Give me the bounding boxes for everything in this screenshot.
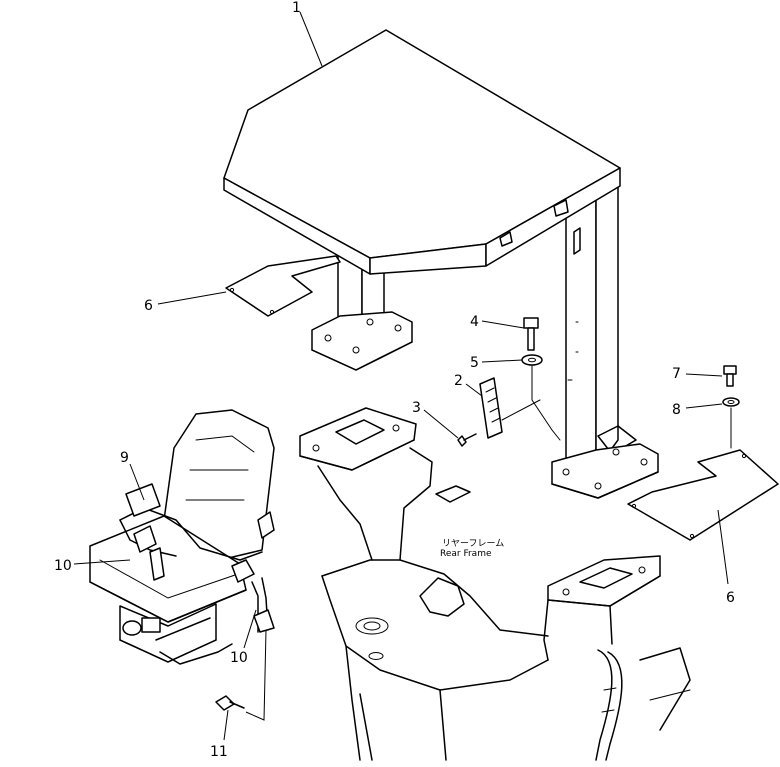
callout-2: 2 bbox=[454, 373, 463, 389]
callout-6-left: 6 bbox=[144, 298, 153, 314]
washer-5 bbox=[521, 354, 561, 441]
callout-4: 4 bbox=[470, 314, 479, 330]
callout-8: 8 bbox=[672, 402, 681, 418]
washer-8 bbox=[722, 397, 740, 449]
callout-6-right: 6 bbox=[726, 590, 735, 606]
leader-lines bbox=[73, 11, 729, 741]
floor-mat-left bbox=[225, 255, 341, 317]
callout-9: 9 bbox=[120, 450, 129, 466]
callout-7: 7 bbox=[672, 366, 681, 382]
screw bbox=[457, 433, 477, 447]
callout-3: 3 bbox=[412, 400, 421, 416]
rear-frame-label-en: Rear Frame bbox=[440, 549, 492, 559]
mounting-plate bbox=[479, 377, 541, 439]
rops-canopy bbox=[223, 29, 659, 499]
bolt-7 bbox=[723, 365, 737, 387]
callout-11: 11 bbox=[210, 744, 228, 760]
callout-1: 1 bbox=[292, 0, 301, 16]
bolt-4 bbox=[523, 317, 539, 351]
callouts: 1 2 3 4 5 6 6 7 8 9 10 10 11 bbox=[54, 0, 735, 760]
callout-10-strap: 10 bbox=[230, 650, 248, 666]
operator-seat bbox=[89, 409, 275, 665]
rear-frame-label-jp: リヤーフレーム bbox=[442, 538, 504, 549]
callout-5: 5 bbox=[470, 355, 479, 371]
bolt-11 bbox=[215, 695, 245, 711]
floor-mat-right bbox=[627, 449, 779, 541]
rear-frame bbox=[299, 407, 691, 761]
callout-10-belt: 10 bbox=[54, 558, 72, 574]
rear-frame-label: リヤーフレーム Rear Frame bbox=[440, 538, 504, 559]
